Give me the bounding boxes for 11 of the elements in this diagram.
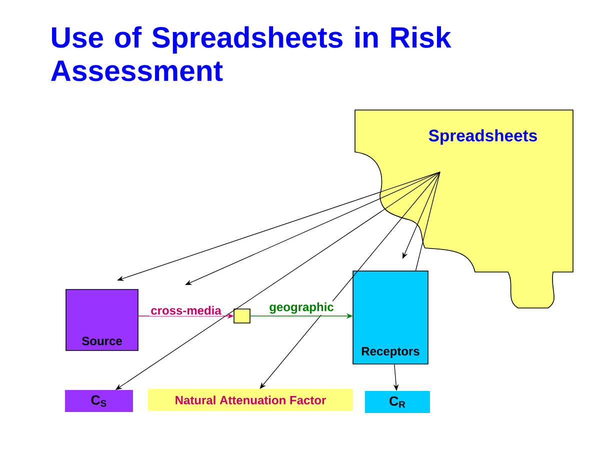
source-box: Source bbox=[66, 289, 138, 351]
factor-box: Natural Attenuation Factor bbox=[148, 389, 353, 411]
receptors-box: Receptors bbox=[352, 270, 428, 364]
concentration-box: C$_{R}$ bbox=[365, 391, 430, 413]
title: Use of Spreadsheets in Risk Assessment bbox=[51, 26, 452, 82]
arrow bbox=[260, 172, 440, 389]
junction-box bbox=[234, 308, 250, 324]
concentration-box: C$_{S}$ bbox=[65, 390, 133, 412]
edge-label: cross-media bbox=[151, 306, 222, 315]
edge-label: geographic bbox=[270, 302, 334, 314]
puzzle-piece: Spreadsheets bbox=[354, 110, 574, 308]
